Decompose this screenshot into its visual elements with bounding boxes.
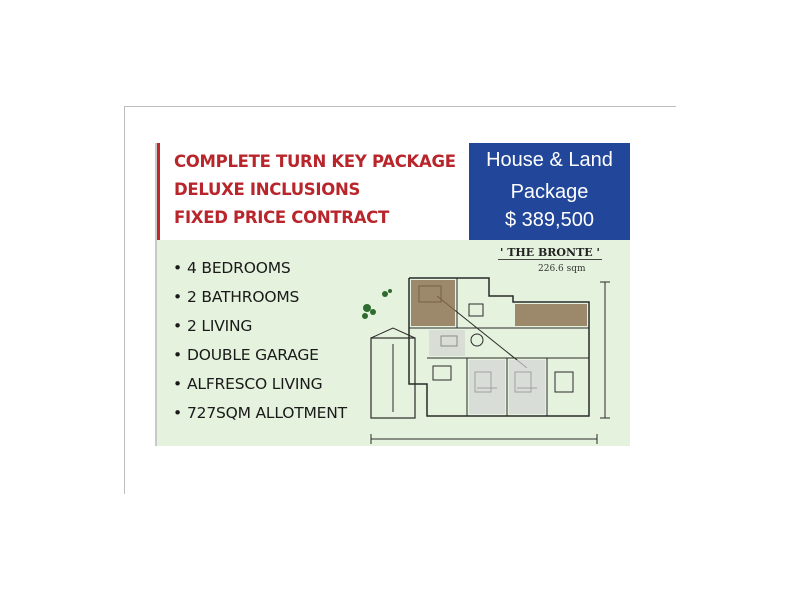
feature-item: •4 BEDROOMS xyxy=(173,259,291,277)
package-price-box: House & Land Package $ 389,500 xyxy=(469,143,630,240)
bullet-icon: • xyxy=(173,259,182,277)
headline-line-2: DELUXE INCLUSIONS xyxy=(174,180,361,199)
headline-line-3: FIXED PRICE CONTRACT xyxy=(174,208,389,227)
feature-item: •2 LIVING xyxy=(173,317,253,335)
frame-left-line xyxy=(124,106,125,494)
plant-icon xyxy=(363,304,371,312)
floorplan-area: 226.6 sqm xyxy=(538,264,586,274)
feature-item: •ALFRESCO LIVING xyxy=(173,375,323,393)
package-title: House & Land xyxy=(486,149,613,171)
floorplan-name: ' THE BRONTE ' xyxy=(498,246,602,260)
bullet-icon: • xyxy=(173,375,182,393)
room-shading xyxy=(469,360,505,414)
bullet-icon: • xyxy=(173,288,182,306)
bullet-icon: • xyxy=(173,404,182,422)
headline-line-1: COMPLETE TURN KEY PACKAGE xyxy=(174,152,456,171)
room-shading xyxy=(509,360,545,414)
frame-top-line xyxy=(124,106,676,107)
package-price: $ 389,500 xyxy=(505,209,594,231)
room-shading xyxy=(429,330,465,356)
room-shading xyxy=(411,280,455,326)
headline-panel: COMPLETE TURN KEY PACKAGE DELUXE INCLUSI… xyxy=(157,143,472,240)
feature-item: •DOUBLE GARAGE xyxy=(173,346,319,364)
room-shading xyxy=(515,304,587,326)
feature-item: •2 BATHROOMS xyxy=(173,288,300,306)
bullet-icon: • xyxy=(173,346,182,364)
listing-card: COMPLETE TURN KEY PACKAGE DELUXE INCLUSI… xyxy=(155,143,630,446)
bullet-icon: • xyxy=(173,317,182,335)
package-subtitle: Package xyxy=(510,181,589,203)
feature-item: •727SQM ALLOTMENT xyxy=(173,404,347,422)
floorplan-drawing xyxy=(362,277,610,444)
plant-icon xyxy=(382,291,388,297)
